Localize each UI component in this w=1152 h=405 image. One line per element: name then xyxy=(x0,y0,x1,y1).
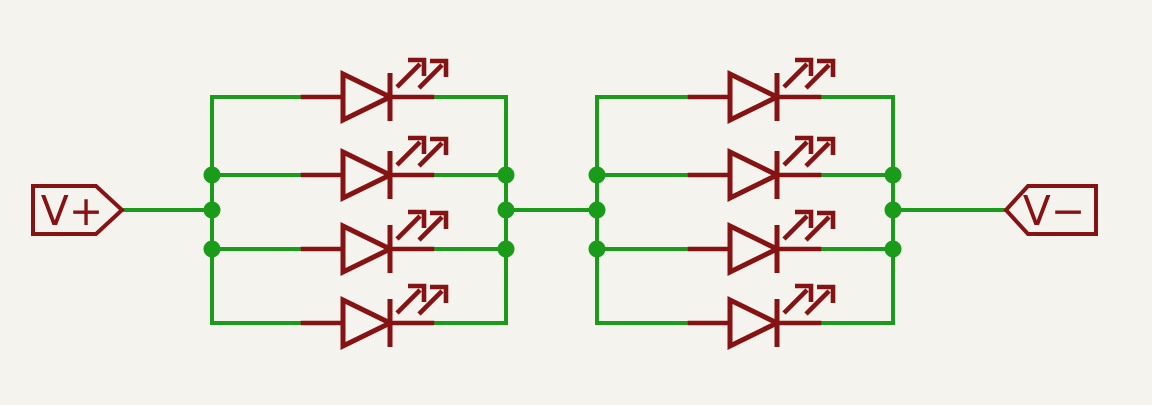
junction-dot[interactable] xyxy=(203,201,221,219)
power-label-vminus[interactable]: V− xyxy=(1003,184,1098,236)
led[interactable] xyxy=(303,286,446,347)
power-label-vplus[interactable]: V+ xyxy=(31,184,125,236)
junction-dot[interactable] xyxy=(588,201,606,219)
junction-dot[interactable] xyxy=(203,166,221,184)
led[interactable] xyxy=(303,138,446,199)
vplus-flag-outline xyxy=(31,184,125,236)
vminus-label-text: V− xyxy=(1023,187,1085,235)
led[interactable] xyxy=(690,60,833,121)
junction-dot[interactable] xyxy=(203,240,221,258)
junction-dot[interactable] xyxy=(497,166,515,184)
vplus-label-text: V+ xyxy=(41,187,103,235)
junction-dot[interactable] xyxy=(884,240,902,258)
vminus-flag-outline xyxy=(1003,184,1098,236)
led[interactable] xyxy=(690,286,833,347)
junction-dot[interactable] xyxy=(884,166,902,184)
led[interactable] xyxy=(690,138,833,199)
junction-dot[interactable] xyxy=(497,201,515,219)
junction-dot[interactable] xyxy=(588,240,606,258)
junction-dot[interactable] xyxy=(497,240,515,258)
led[interactable] xyxy=(303,60,446,121)
led[interactable] xyxy=(303,212,446,273)
junction-dot[interactable] xyxy=(588,166,606,184)
led[interactable] xyxy=(690,212,833,273)
junction-dot[interactable] xyxy=(884,201,902,219)
